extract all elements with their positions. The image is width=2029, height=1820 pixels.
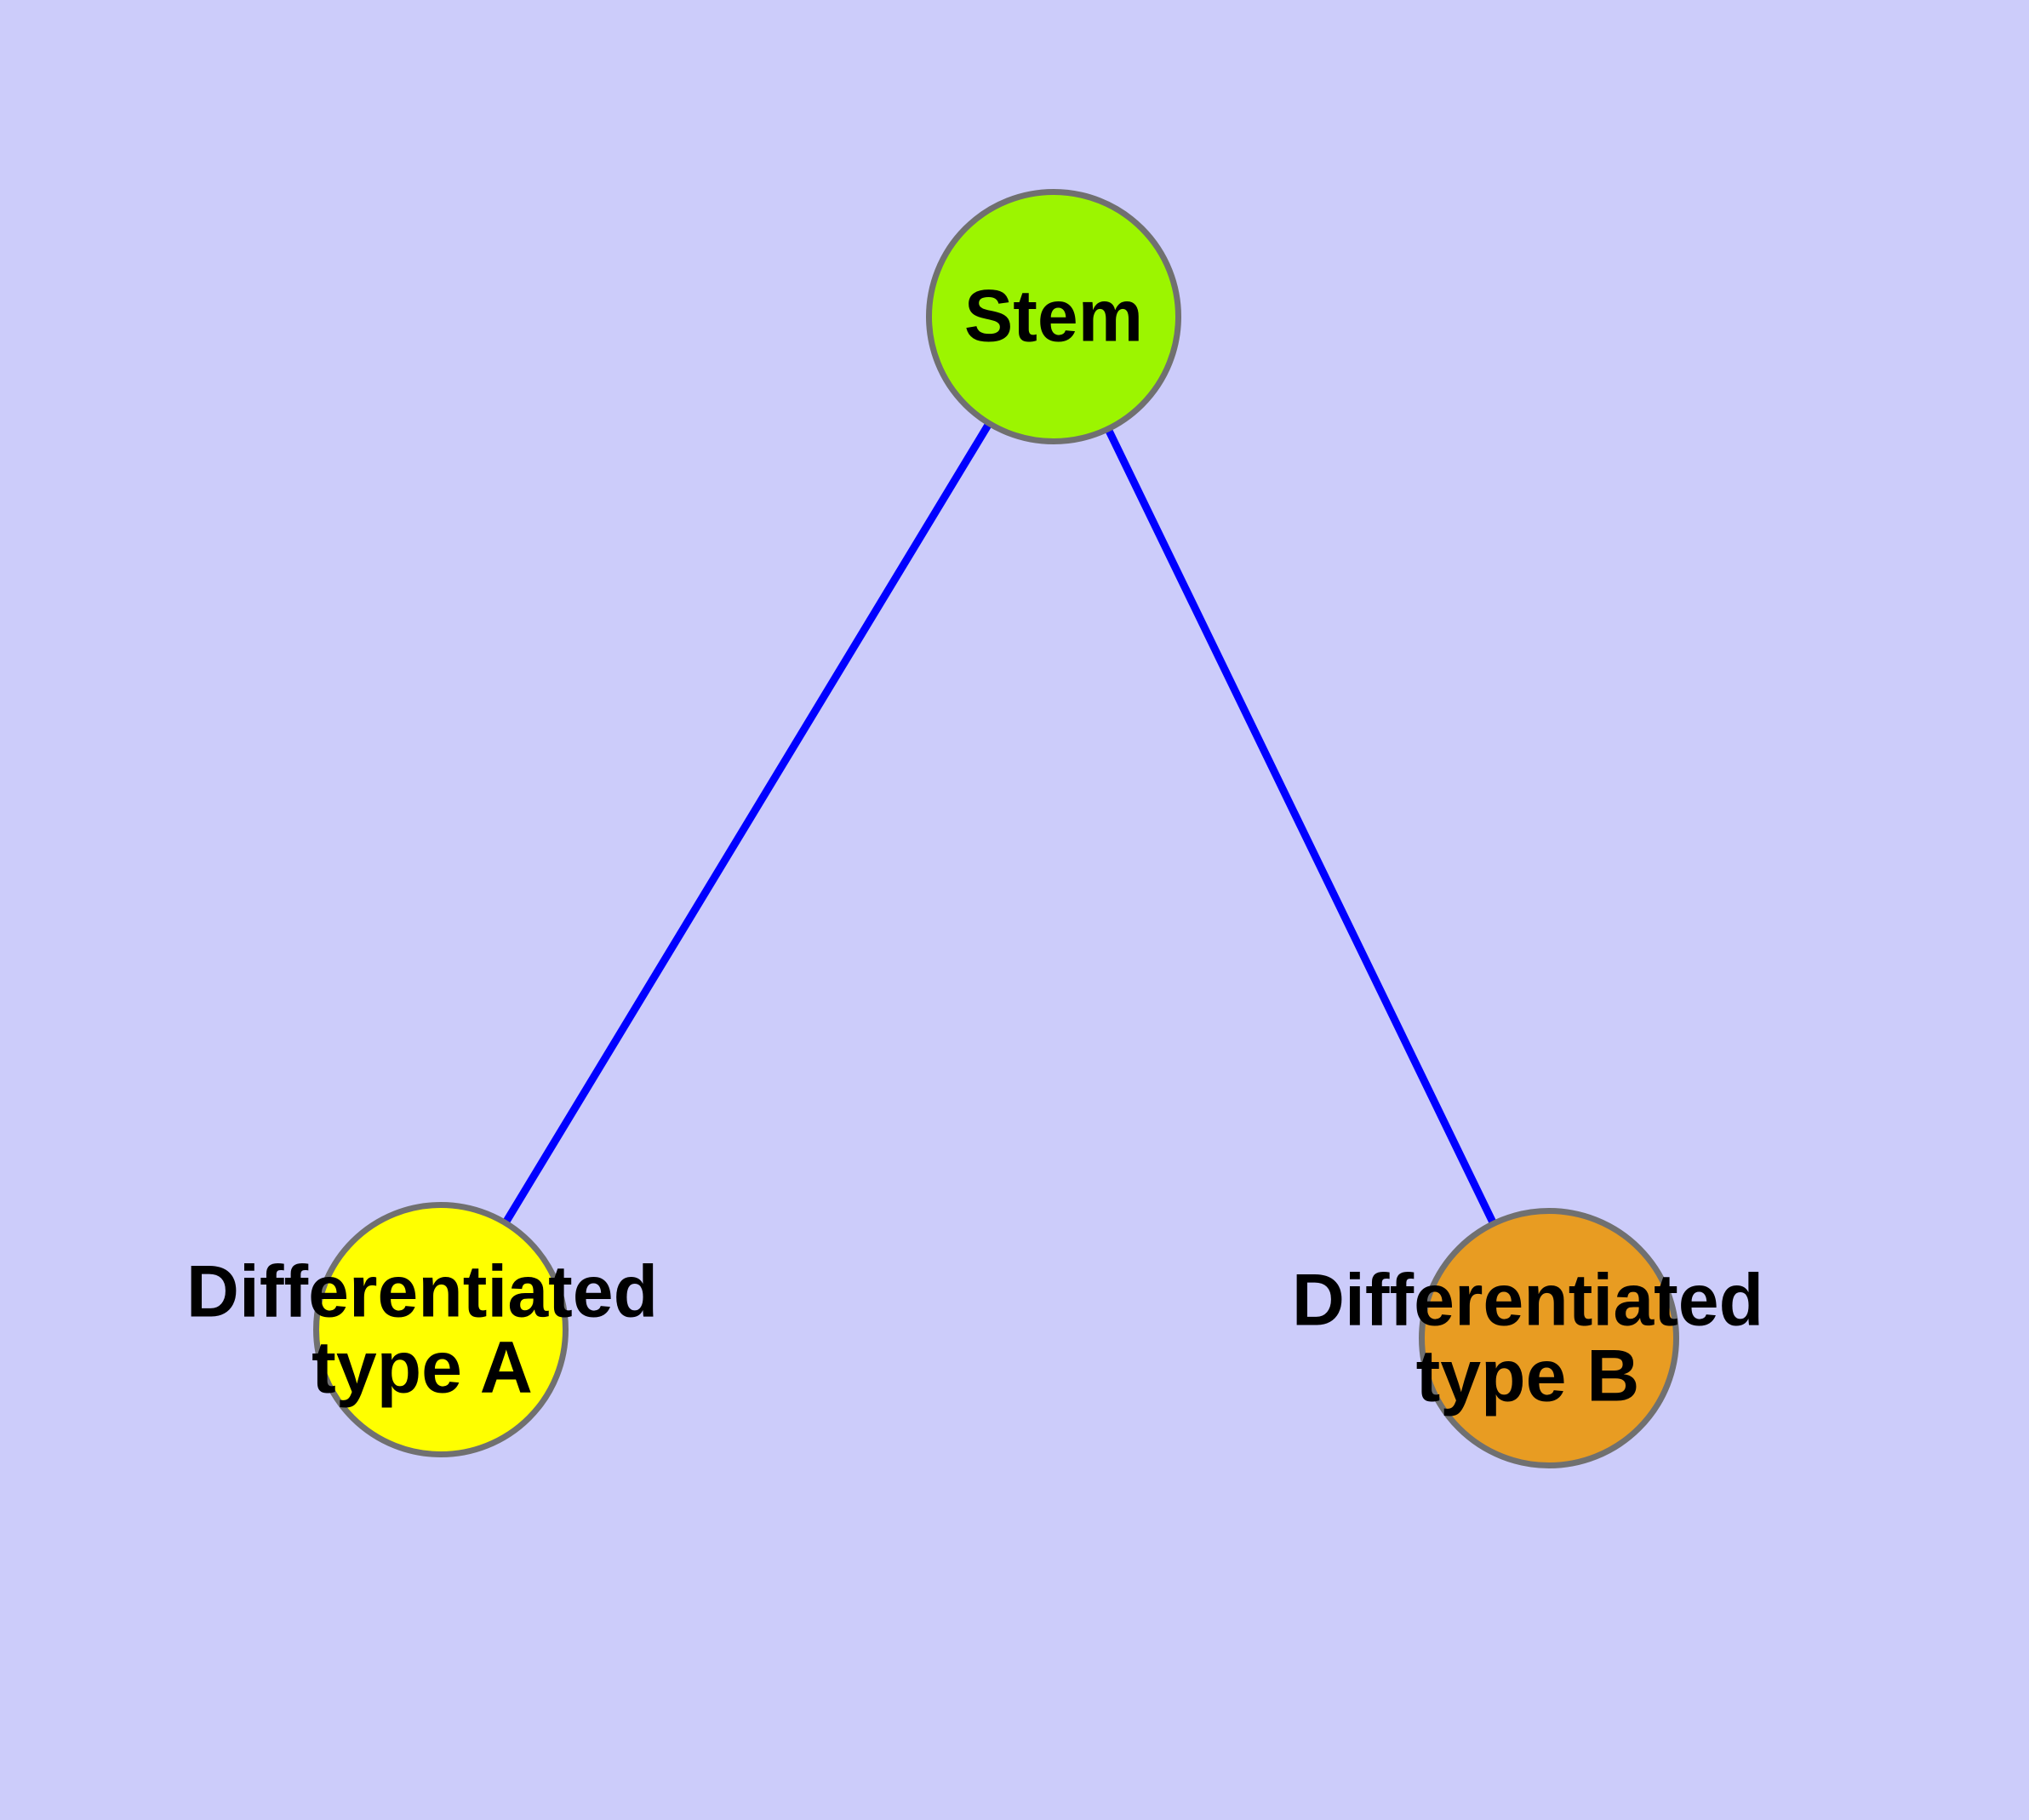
edge-stem-to-diff-a bbox=[437, 314, 1057, 1332]
node-stem[interactable] bbox=[926, 189, 1181, 444]
node-differentiated-type-b[interactable] bbox=[1419, 1208, 1679, 1468]
edge-stem-to-diff-b bbox=[1049, 315, 1553, 1340]
node-differentiated-type-a[interactable] bbox=[313, 1202, 569, 1457]
